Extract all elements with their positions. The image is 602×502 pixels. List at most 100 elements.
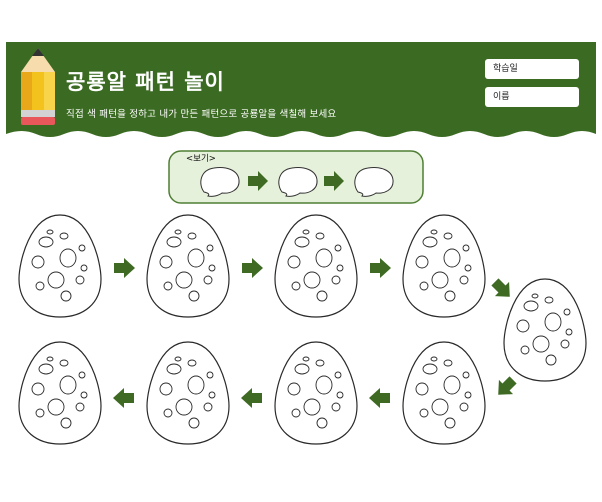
egg-shell[interactable] <box>402 341 486 445</box>
egg-spot <box>60 290 72 302</box>
example-label: <보기> <box>186 154 216 164</box>
egg-spot <box>331 275 341 285</box>
egg-spot <box>430 229 438 235</box>
egg-spot <box>334 244 342 252</box>
egg-spot <box>206 371 214 379</box>
egg-2[interactable] <box>146 214 230 318</box>
egg-spot <box>291 408 301 418</box>
egg-spot <box>459 402 469 412</box>
egg-6[interactable] <box>402 341 486 445</box>
egg-spot <box>545 354 557 366</box>
egg-spot <box>78 244 86 252</box>
egg-7[interactable] <box>274 341 358 445</box>
egg-spot <box>163 408 173 418</box>
egg-spot <box>38 236 54 248</box>
egg-spot <box>316 417 328 429</box>
egg-spot <box>75 402 85 412</box>
egg-spot <box>419 408 429 418</box>
egg-spot <box>464 391 472 399</box>
egg-spot <box>291 281 301 291</box>
egg-spot <box>287 255 301 269</box>
egg-spot <box>175 271 193 289</box>
egg-spot <box>187 248 205 268</box>
header-banner <box>6 42 596 137</box>
egg-spot <box>31 382 45 396</box>
egg-spot <box>516 319 530 333</box>
egg-spot <box>532 335 550 353</box>
egg-spot <box>302 356 310 362</box>
egg-spot <box>563 308 571 316</box>
pencil-icon <box>21 48 55 125</box>
egg-shell[interactable] <box>18 341 102 445</box>
egg-spot <box>431 398 449 416</box>
egg-spot <box>175 398 193 416</box>
egg-spot <box>444 290 456 302</box>
egg-spot <box>560 339 570 349</box>
egg-shell[interactable] <box>146 341 230 445</box>
egg-spot <box>431 271 449 289</box>
egg-spot <box>336 391 344 399</box>
pattern-arrow-2 <box>242 258 263 278</box>
egg-shell[interactable] <box>274 341 358 445</box>
egg-spot <box>78 371 86 379</box>
egg-spot <box>59 359 69 367</box>
egg-spot <box>443 359 453 367</box>
egg-spot <box>302 229 310 235</box>
egg-4[interactable] <box>402 214 486 318</box>
egg-spot <box>59 248 77 268</box>
egg-spot <box>188 290 200 302</box>
egg-spot <box>544 296 554 304</box>
egg-spot <box>462 371 470 379</box>
name-field[interactable]: 이름 <box>485 87 579 107</box>
egg-spot <box>544 312 562 332</box>
egg-spot <box>294 236 310 248</box>
egg-shell[interactable] <box>18 214 102 318</box>
date-field[interactable]: 학습일 <box>485 59 579 79</box>
egg-spot <box>203 275 213 285</box>
egg-spot <box>47 398 65 416</box>
egg-shell[interactable] <box>274 214 358 318</box>
egg-spot <box>315 232 325 240</box>
egg-shell[interactable] <box>146 214 230 318</box>
example-shape-1 <box>200 167 240 197</box>
egg-spot <box>47 271 65 289</box>
egg-spot <box>174 229 182 235</box>
example-shape-2 <box>278 167 318 197</box>
egg-spot <box>303 398 321 416</box>
egg-spot <box>430 356 438 362</box>
egg-spot <box>334 371 342 379</box>
egg-9[interactable] <box>18 341 102 445</box>
egg-8[interactable] <box>146 341 230 445</box>
egg-spot <box>462 244 470 252</box>
egg-spot <box>80 391 88 399</box>
pattern-arrow-5 <box>498 376 517 395</box>
egg-spot <box>415 382 429 396</box>
egg-spot <box>187 375 205 395</box>
egg-shell[interactable] <box>503 278 587 382</box>
egg-spot <box>331 402 341 412</box>
egg-spot <box>464 264 472 272</box>
egg-spot <box>60 417 72 429</box>
egg-spot <box>59 375 77 395</box>
egg-1[interactable] <box>18 214 102 318</box>
egg-spot <box>203 402 213 412</box>
egg-spot <box>303 271 321 289</box>
egg-sequence <box>18 214 587 445</box>
egg-spot <box>46 356 54 362</box>
egg-3[interactable] <box>274 214 358 318</box>
egg-spot <box>287 382 301 396</box>
egg-spot <box>531 293 539 299</box>
egg-spot <box>419 281 429 291</box>
egg-spot <box>294 363 310 375</box>
egg-5[interactable] <box>503 278 587 382</box>
page-instructions: 직접 색 패턴을 정하고 내가 만든 패턴으로 공룡알을 색칠해 보세요 <box>66 109 337 120</box>
egg-shell[interactable] <box>402 214 486 318</box>
egg-spot <box>166 363 182 375</box>
egg-spot <box>159 382 173 396</box>
pattern-arrow-3 <box>370 258 391 278</box>
egg-spot <box>59 232 69 240</box>
egg-spot <box>422 363 438 375</box>
egg-spot <box>565 328 573 336</box>
egg-spot <box>187 359 197 367</box>
egg-spot <box>46 229 54 235</box>
